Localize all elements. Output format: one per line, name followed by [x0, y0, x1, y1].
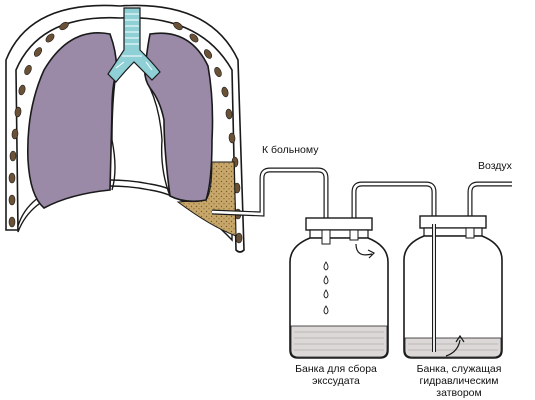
label-water-seal-jar-line-1: Банка, служащая [416, 363, 502, 375]
label-air: Воздух [478, 160, 512, 172]
mediastinum [111, 73, 171, 197]
label-collection-jar-line-2: экссудата [312, 375, 360, 387]
label-collection-jar: Банка для сбора экссудата [288, 363, 384, 387]
water-seal-jar [403, 215, 503, 359]
ribs-left [8, 21, 69, 228]
label-collection-jar-line-1: Банка для сбора [295, 363, 377, 375]
label-water-seal-jar-line-2: гидравлическим [419, 375, 499, 387]
air-flow-arrow-1 [355, 243, 373, 256]
air-flow-arrow-2 [445, 339, 461, 357]
trachea-rings [115, 13, 153, 71]
ribs-right [173, 21, 243, 244]
label-to-patient: К больному [262, 144, 319, 156]
chest-wall [5, 4, 245, 253]
collection-jar [289, 217, 389, 359]
water-seal-liquid [404, 337, 502, 358]
exudate-drops [323, 261, 329, 315]
right-lung [143, 32, 214, 203]
label-water-seal-jar: Банка, служащая гидравлическим затвором [400, 363, 518, 399]
collected-exudate [290, 325, 388, 358]
left-lung [27, 32, 118, 209]
label-water-seal-jar-line-3: затвором [436, 387, 482, 399]
